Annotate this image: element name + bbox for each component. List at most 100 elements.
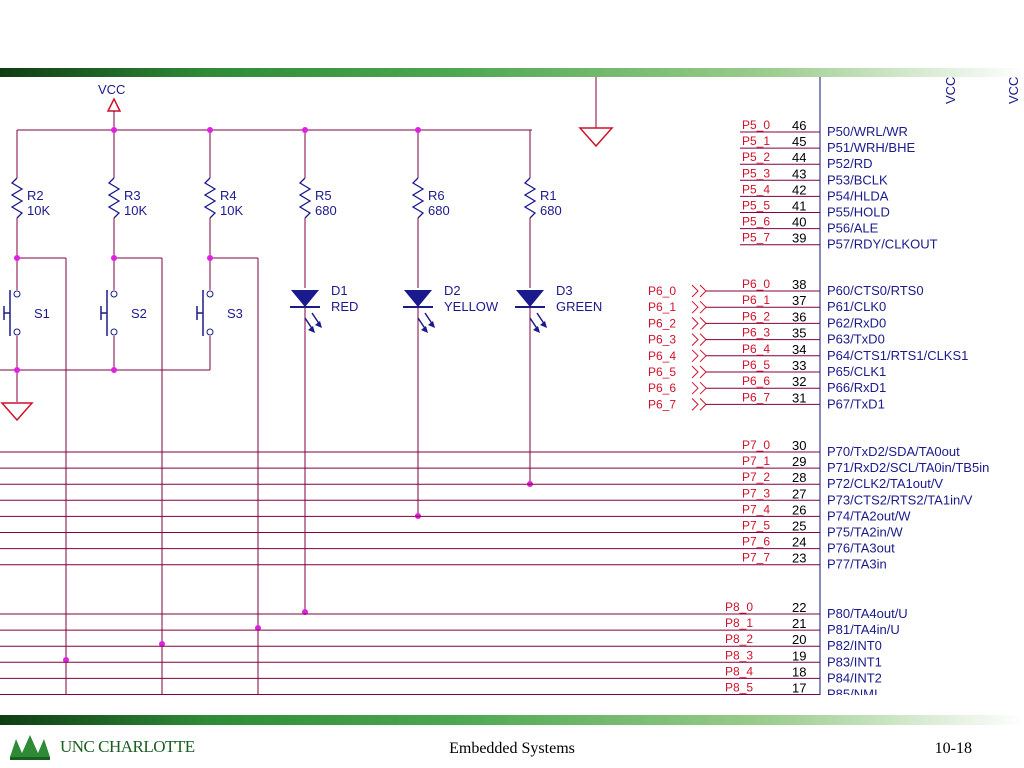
pin-name: P73/CTS2/RTS2/TA1in/V — [827, 492, 973, 507]
pin-number: 32 — [792, 374, 806, 389]
pin-25: P7_5 25 P75/TA2in/W — [740, 519, 903, 540]
pin-name: P60/CTS0/RTS0 — [827, 283, 924, 298]
port-chevron-icon — [691, 317, 699, 330]
junction-dots — [14, 127, 533, 663]
svg-text:D2: D2 — [444, 283, 461, 298]
pin-name: P76/TA3out — [827, 541, 895, 556]
pin-number: 35 — [792, 326, 806, 341]
pin-net-label: P8_2 — [725, 632, 753, 646]
pin-number: 46 — [792, 118, 806, 133]
pin-net-label: P7_1 — [742, 454, 770, 468]
svg-text:S1: S1 — [34, 306, 50, 321]
pin-name: P67/TxD1 — [827, 396, 885, 411]
pin-name: P56/ALE — [827, 221, 879, 236]
pin-net-label: P5_3 — [742, 166, 770, 180]
pin-name: P64/CTS1/RTS1/CLKS1 — [827, 348, 968, 363]
pin-number: 44 — [792, 150, 806, 165]
pin-name: P75/TA2in/W — [827, 525, 903, 540]
pin-number: 21 — [792, 616, 806, 631]
pin-number: 26 — [792, 502, 806, 517]
ic-vcc-label-2: VCC — [1006, 77, 1021, 104]
pin-net-label: P6_4 — [742, 342, 770, 356]
port-chevron-icon — [691, 349, 699, 363]
led-d3: D3 GREEN — [515, 283, 602, 484]
pin-number: 24 — [792, 535, 806, 550]
pin-21: P8_1 21 P81/TA4in/U — [723, 616, 900, 637]
footer-title: Embedded Systems — [449, 740, 575, 757]
svg-text:P6_0: P6_0 — [648, 284, 676, 298]
pin-name: P81/TA4in/U — [827, 622, 900, 637]
logo-text: UNC CHARLOTTE — [60, 737, 195, 756]
svg-text:680: 680 — [540, 203, 562, 218]
svg-text:10K: 10K — [27, 203, 50, 218]
resistor-r2: R2 10K — [10, 130, 50, 258]
pin-name: P71/RxD2/SCL/TA0in/TB5in — [827, 460, 989, 475]
pin-number: 33 — [792, 358, 806, 373]
port6-input: P6_5 — [648, 365, 740, 379]
port6-input: P6_0 — [648, 284, 740, 298]
pin-net-label: P6_7 — [742, 390, 770, 404]
svg-text:10K: 10K — [220, 203, 243, 218]
pin-name: P66/RxD1 — [827, 380, 886, 395]
svg-text:P6_1: P6_1 — [648, 300, 676, 314]
port-chevron-icon — [691, 381, 699, 395]
pin-name: P77/TA3in — [827, 557, 887, 572]
pin-name: P51/WRH/BHE — [827, 140, 915, 155]
ground-symbol-left-icon — [0, 402, 34, 422]
pin-net-label: P6_0 — [742, 277, 770, 291]
pin-net-label: P7_7 — [742, 551, 770, 565]
pin-number: 36 — [792, 309, 806, 324]
resistor-r3: R3 10K — [107, 130, 147, 258]
pin-number: 18 — [792, 664, 806, 679]
pin-number: 25 — [792, 519, 806, 534]
pin-net-label: P7_5 — [742, 519, 770, 533]
pin-net-label: P8_1 — [725, 616, 753, 630]
svg-text:S2: S2 — [131, 306, 147, 321]
pin-net-label: P6_6 — [742, 374, 770, 388]
pin-name: P63/TxD0 — [827, 332, 885, 347]
svg-text:P6_2: P6_2 — [648, 316, 676, 330]
pin-35: P6_3 35 P63/TxD0 — [740, 326, 885, 347]
pin-name: P62/RxD0 — [827, 315, 886, 330]
svg-text:R6: R6 — [428, 188, 445, 203]
pin-number: 43 — [792, 166, 806, 181]
pin-name: P53/BCLK — [827, 172, 888, 187]
pin-net-label: P7_0 — [742, 438, 770, 452]
port6-input: P6_2 — [648, 316, 740, 330]
pin-number: 42 — [792, 182, 806, 197]
svg-text:P6_3: P6_3 — [648, 333, 676, 347]
pin-net-label: P5_1 — [742, 134, 770, 148]
pin-name: P52/RD — [827, 156, 873, 171]
port6-input: P6_7 — [648, 397, 740, 411]
svg-text:D1: D1 — [331, 283, 348, 298]
pin-name: P57/RDY/CLKOUT — [827, 237, 938, 252]
svg-text:680: 680 — [428, 203, 450, 218]
switch-s2: S2 — [100, 258, 147, 370]
pin-net-label: P6_3 — [742, 326, 770, 340]
pin-number: 20 — [792, 632, 806, 647]
pin-net-label: P5_6 — [742, 215, 770, 229]
svg-text:680: 680 — [315, 203, 337, 218]
pin-number: 39 — [792, 231, 806, 246]
pin-net-label: P5_5 — [742, 199, 770, 213]
svg-text:S3: S3 — [227, 306, 243, 321]
port-chevron-icon — [691, 284, 699, 298]
pin-name: P61/CLK0 — [827, 299, 886, 314]
schematic-diagram: VCC VCC VCC R2 10K R3 10K — [0, 77, 1021, 701]
pin-name: P85/NMI — [827, 687, 878, 701]
pin-number: 37 — [792, 293, 806, 308]
pin-name: P54/HLDA — [827, 188, 889, 203]
